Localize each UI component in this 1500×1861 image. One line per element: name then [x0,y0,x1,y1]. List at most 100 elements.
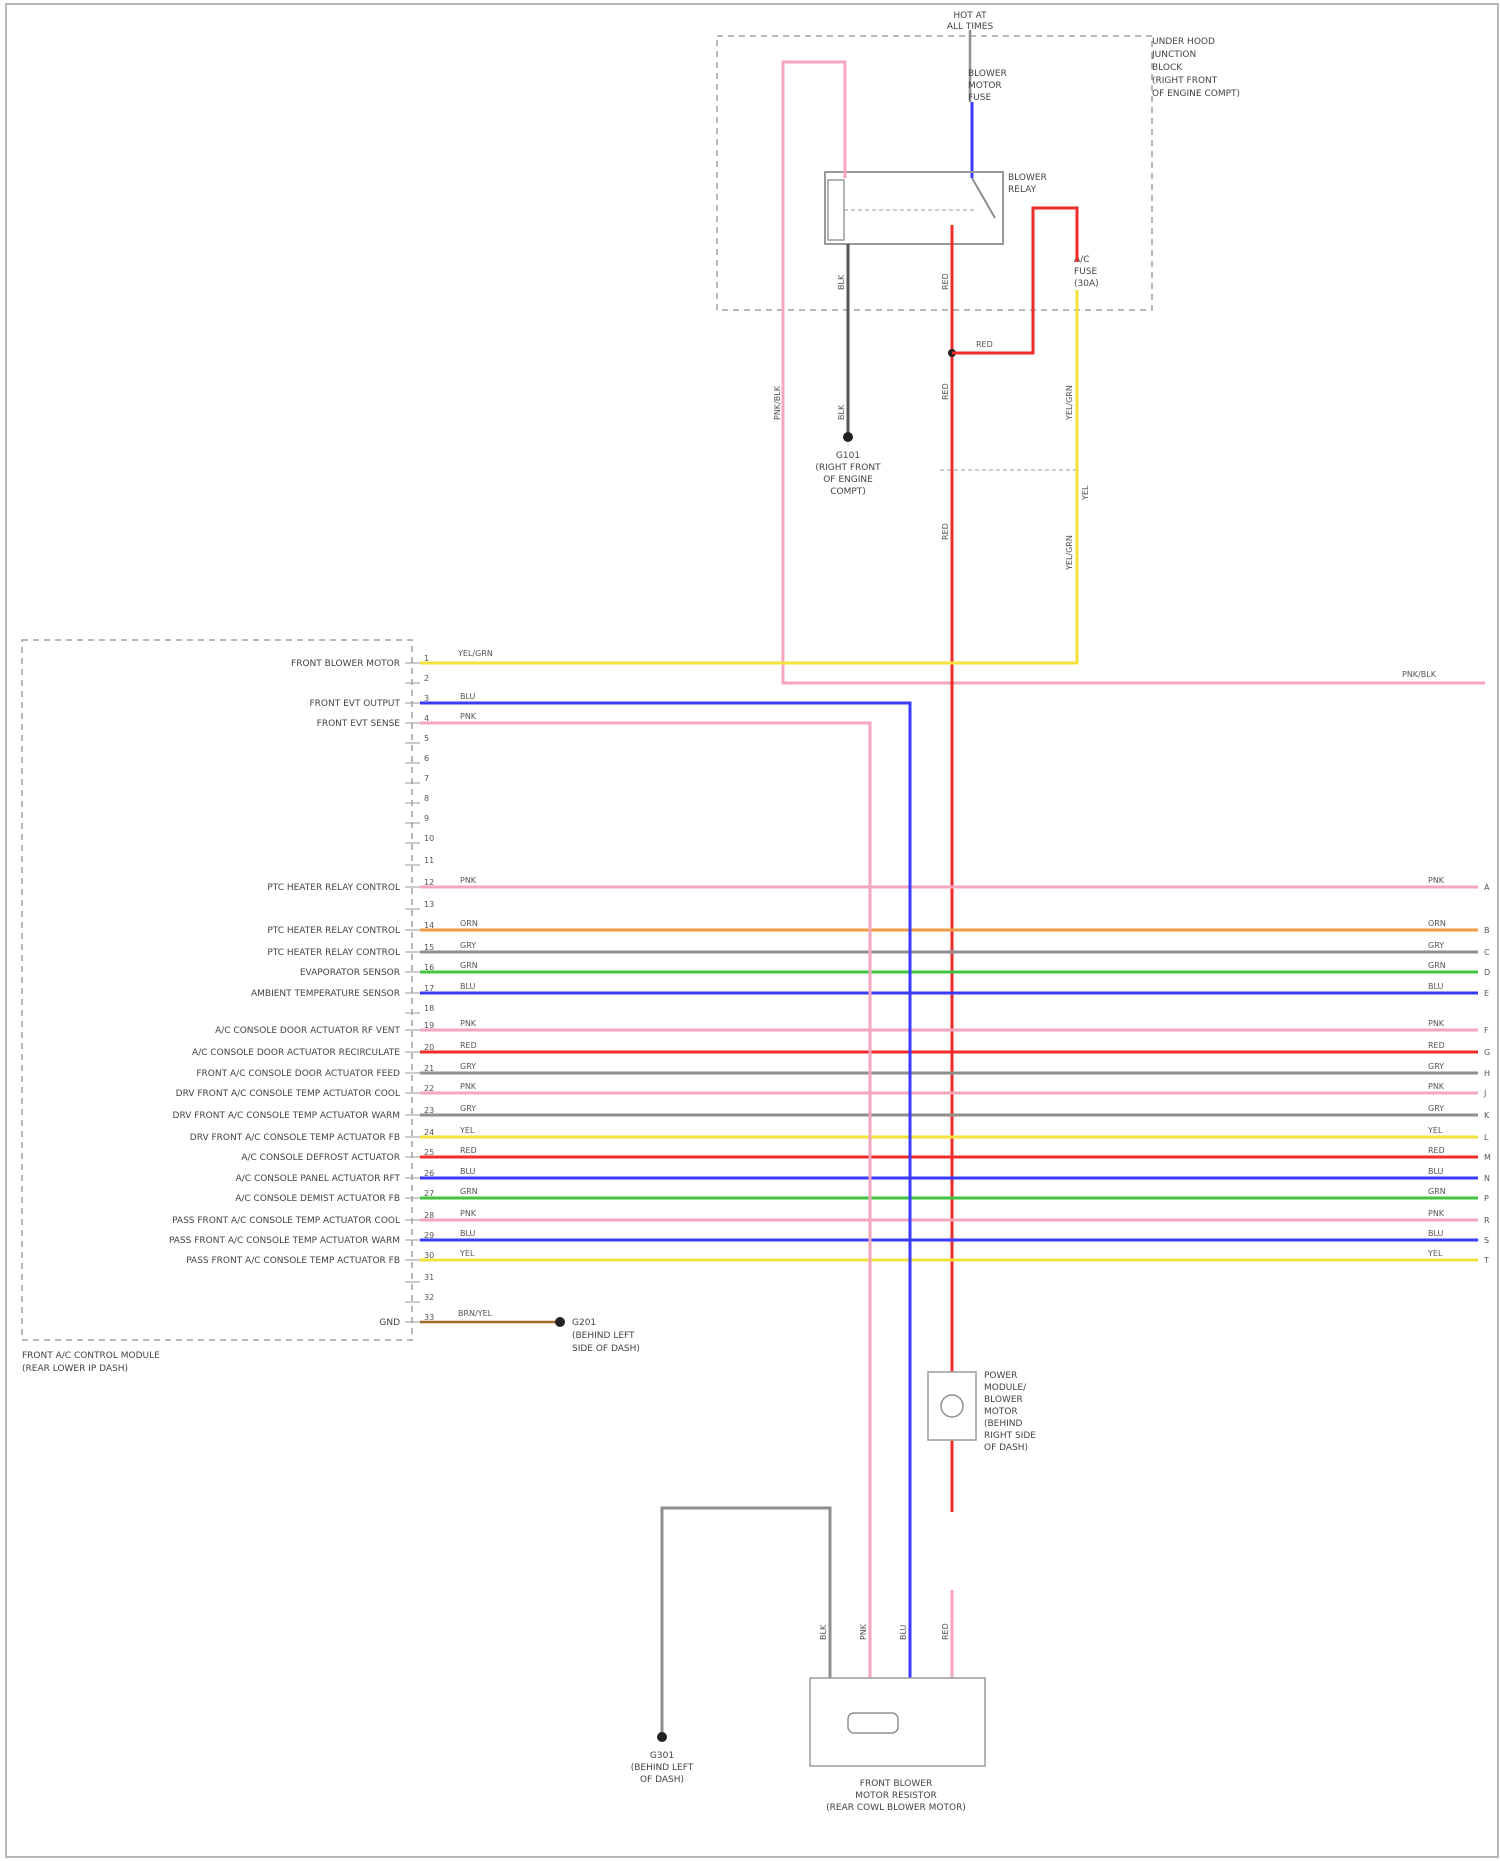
module-pin-label: A/C CONSOLE DEMIST ACTUATOR FB [235,1194,400,1204]
wire-color-code-right: RED [1428,1041,1445,1050]
blower-connector-wire-code: PNK [859,1623,868,1640]
relay-label-line: BLOWER [1008,173,1047,183]
wire-color-code-left: GRN [460,1187,478,1196]
dk-wire-label-b: BLK [837,404,846,420]
g101-label-line: OF ENGINE [823,475,873,485]
wire-color-code-right: ORN [1428,919,1446,928]
wire-color-code-left: PNK [460,876,477,885]
module-pin-label: PTC HEATER RELAY CONTROL [267,948,400,958]
wire-color-code-right: PNK [1428,876,1445,885]
wire-color-code-left: BRN/YEL [458,1309,493,1318]
module-pin-label: A/C CONSOLE PANEL ACTUATOR RFT [236,1174,401,1184]
wire-continuation-marker: E [1484,989,1489,998]
g101-label-line: COMPT) [830,487,866,497]
module-pin-label: PASS FRONT A/C CONSOLE TEMP ACTUATOR FB [186,1256,400,1266]
ac-fuse-label-line: FUSE [1074,267,1097,277]
module-pin-label: PASS FRONT A/C CONSOLE TEMP ACTUATOR COO… [172,1216,400,1226]
relay-switch-arm [972,178,995,218]
ac-fuse-label-line: (30A) [1074,279,1099,289]
red-wire-label-b: RED [976,340,993,349]
connector-pin-number: 33 [424,1313,434,1322]
underhood-name: UNDER HOOD JUNCTION BLOCK (RIGHT FRONT O… [1151,37,1240,99]
wire-color-code-left: BLU [460,1167,476,1176]
module-pin-label: FRONT BLOWER MOTOR [291,659,400,669]
g301-label-line: G301 [650,1751,674,1761]
wire-color-code-right: GRY [1428,1062,1444,1071]
wire-continuation-marker: P [1484,1194,1489,1203]
connector-pin-number: 2 [424,674,429,683]
blower-relay-label: BLOWER RELAY [1008,173,1047,195]
blower-connector-wire-code: BLK [819,1624,828,1640]
connector-pin-number: 8 [424,794,429,803]
power-module-blower-motor [928,1372,976,1440]
wire-continuation-marker: G [1484,1048,1490,1057]
wire-continuation-marker: M [1484,1153,1491,1162]
red-wire-label-c: RED [941,383,950,400]
connector-pin-number: 10 [424,834,434,843]
wire-continuation-marker: K [1484,1111,1490,1120]
connector-pin-number: 5 [424,734,429,743]
wire-color-code-right: GRN [1428,1187,1446,1196]
g201-ground-point [555,1317,565,1327]
connector-pin-number: 13 [424,900,434,909]
connector-pin-number: 7 [424,774,429,783]
power-module-label-line: RIGHT SIDE [984,1431,1036,1441]
wire-color-code-left: BLU [460,1229,476,1238]
g101-label-line: G101 [836,451,860,461]
wire-continuation-marker: H [1484,1069,1490,1078]
module-pin-label: EVAPORATOR SENSOR [300,968,400,978]
module-pins: 1234567891011121314151617181920212223242… [169,654,1491,1328]
underhood-top-label: HOT AT ALL TIMES [947,11,994,32]
wire-continuation-marker: S [1484,1236,1489,1245]
connector-pin-number: 31 [424,1273,434,1282]
pink-right-wire-label: PNK/BLK [1402,670,1437,679]
wire-color-code-right: PNK [1428,1082,1445,1091]
blower-label-line: MOTOR RESISTOR [855,1791,936,1801]
underhood-name-line: UNDER HOOD [1152,37,1215,47]
power-module-label-line: OF DASH) [984,1443,1028,1453]
front-blower-motor-resistor-label: FRONT BLOWER MOTOR RESISTOR (REAR COWL B… [826,1779,966,1813]
wire-color-code-left: PNK [460,1082,477,1091]
relay-coil [828,180,844,240]
wire-color-code-left: ORN [460,919,478,928]
wire-color-code-right: GRN [1428,961,1446,970]
wire-continuation-marker: N [1484,1174,1490,1183]
wire-color-code-left: GRY [460,941,476,950]
relay-label-line: RELAY [1008,185,1037,195]
g301-label-line: (BEHIND LEFT [631,1763,694,1773]
fuse1-label-line: FUSE [968,93,991,103]
g301-ground-label: G301 (BEHIND LEFT OF DASH) [631,1751,694,1785]
wire-color-code-left: YEL [459,1126,475,1135]
wire-color-code-right: GRY [1428,941,1444,950]
wire-continuation-marker: A [1484,883,1490,892]
wire-color-code-left: GRY [460,1062,476,1071]
module-name-line: (REAR LOWER IP DASH) [22,1364,128,1374]
module-pin-label: DRV FRONT A/C CONSOLE TEMP ACTUATOR WARM [173,1111,400,1121]
pink-loop-wire-label: PNK/BLK [773,385,782,420]
wire-continuation-marker: C [1484,948,1490,957]
module-pin-label: FRONT EVT OUTPUT [310,699,401,709]
power-module-label-line: (BEHIND [984,1419,1023,1429]
red-wire-label-d: RED [941,523,950,540]
power-module-label: POWER MODULE/ BLOWER MOTOR (BEHIND RIGHT… [984,1371,1036,1453]
wire-color-code-right: RED [1428,1146,1445,1155]
blower-connector-wire-code: BLU [899,1624,908,1640]
red-to-ac-fuse-wire [952,208,1077,353]
wire-continuation-marker: L [1484,1133,1489,1142]
module-pin-label: FRONT A/C CONSOLE DOOR ACTUATOR FEED [196,1069,400,1079]
wire-color-code-right: GRY [1428,1104,1444,1113]
module-pin-label: A/C CONSOLE DEFROST ACTUATOR [241,1153,400,1163]
g201-label-line: SIDE OF DASH) [572,1344,640,1354]
wire-color-code-left: PNK [460,1019,477,1028]
underhood-name-line: OF ENGINE COMPT) [1152,89,1240,99]
wire-continuation-marker: D [1484,968,1490,977]
g101-label-line: (RIGHT FRONT [815,463,881,473]
wire-color-code-right: YEL [1427,1249,1443,1258]
connector-pin-number: 11 [424,856,434,865]
g301-label-line: OF DASH) [640,1775,684,1785]
g201-ground-label: G201 (BEHIND LEFT SIDE OF DASH) [572,1318,640,1354]
underhood-name-line: (RIGHT FRONT [1152,76,1218,86]
g201-label-line: G201 [572,1318,596,1328]
underhood-top-label-line: HOT AT [953,11,987,21]
